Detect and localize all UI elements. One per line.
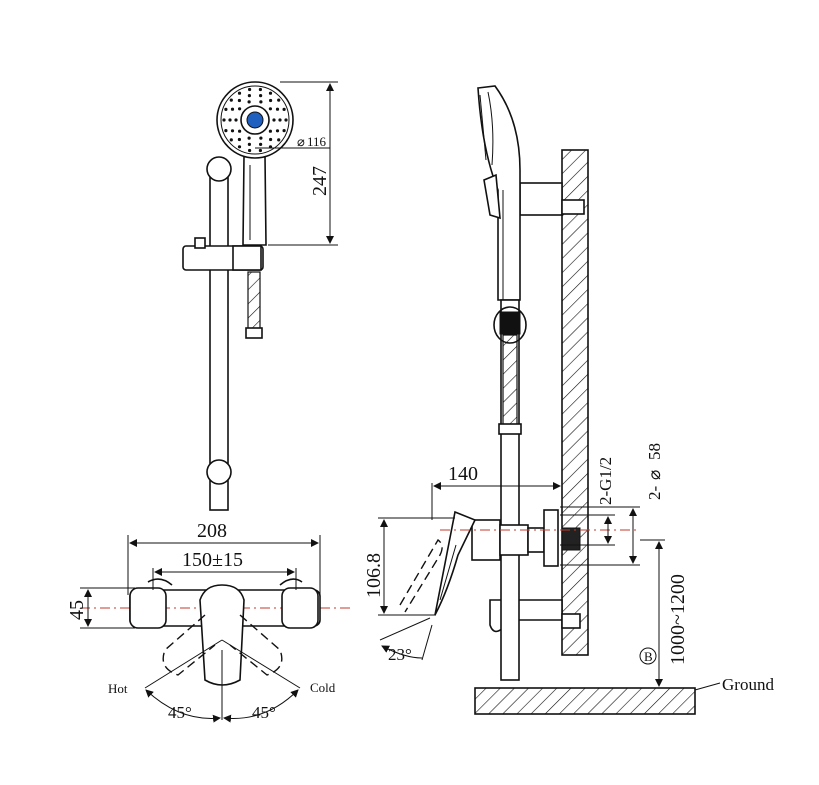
nozzle-dot [278,118,282,122]
side-view: Ground [363,85,774,715]
nozzle-dot [230,129,235,133]
projection-label: 140 [448,463,478,485]
dim-lever-height: 106.8 [363,517,455,616]
depth-label: 45 [66,600,88,620]
dim-centers: 150±15 [152,549,297,590]
nozzle-dot [238,129,242,133]
nozzle-dot [277,98,281,102]
cold-label: Cold [310,680,336,695]
escutcheon-prefix: 2- [645,486,664,501]
nozzle-dot [282,129,286,133]
centers-label: 150±15 [182,549,243,571]
nozzle-dot [237,98,241,103]
dim-lever-angle: 23° [379,617,433,664]
nozzle-dot [268,129,272,133]
total-width-label: 208 [197,520,227,542]
nozzle-dots [222,87,288,153]
shower-head-front [216,81,294,246]
nozzle-dot [229,98,233,102]
cold-angle-label: 45° [252,703,276,722]
slide-rail [182,156,264,511]
nozzle-dot [247,94,251,98]
nozzle-dot [237,137,241,142]
wall-section [561,149,589,656]
dim-height-range: 1000~1200 B [639,539,689,687]
lever-height-label: 106.8 [363,553,385,598]
hot-label: Hot [108,681,128,696]
mixer-side [399,509,640,616]
ground-label: Ground [722,675,774,694]
nozzle-dot [259,94,263,98]
mixer-body-front [80,578,350,686]
dim-depth: 45 [66,587,135,629]
nozzle-dot [268,107,272,111]
thread-label: 2-G1/2 [596,457,615,505]
nozzle-dot [282,107,286,111]
nozzle-dot [228,118,232,122]
height-range-label: 1000~1200 [667,574,689,665]
nozzle-dot [275,107,280,111]
nozzle-dot [224,129,228,133]
dim-total-width: 208 [127,520,321,595]
hot-angle-label: 45° [168,703,192,722]
nozzle-dot [259,136,263,140]
nozzle-dot [237,91,242,95]
ground-section [474,687,696,715]
nozzle-dot [247,142,251,146]
nozzle-dot [259,142,263,146]
nozzle-dot [272,118,276,122]
nozzle-dot [238,107,242,111]
nozzle-dot [229,138,233,142]
nozzle-dot [269,137,273,142]
escutcheon-dia-label: 58 [645,443,664,460]
nozzle-dot [230,107,235,111]
nozzle-dot [247,136,251,140]
rotation-angles: Hot Cold 45° 45° [108,639,336,723]
nozzle-dot [284,118,288,122]
head-length-label: 247 [309,166,331,196]
dim-head-length: 247 [268,81,338,246]
marker-label: B [644,649,653,664]
nozzle-dot [268,91,273,95]
dim-projection: 140 [431,463,561,520]
diameter-symbol-2: ⌀ [645,470,664,480]
nozzle-dot [258,148,262,153]
front-view: ⌀ 116 247 208 [66,81,350,723]
nozzle-dot [248,87,252,92]
nozzle-dot [222,118,226,122]
nozzle-dot [269,98,273,103]
nozzle-dot [277,138,281,142]
nozzle-dot [247,100,251,104]
nozzle-dot [258,87,262,92]
nozzle-dot [259,100,263,104]
head-diameter-label: 116 [307,134,327,149]
nozzle-dot [224,107,228,111]
nozzle-dot [237,145,242,149]
dim-head-diameter: ⌀ 116 [255,134,330,149]
nozzle-dot [275,129,280,133]
nozzle-dot [248,148,252,153]
lever-angle-label: 23° [388,645,412,664]
diameter-symbol: ⌀ [297,134,305,149]
nozzle-dot [234,118,238,122]
dim-connections: 2-G1/2 2- ⌀ 58 [560,443,664,566]
hand-shower-side [477,85,521,301]
